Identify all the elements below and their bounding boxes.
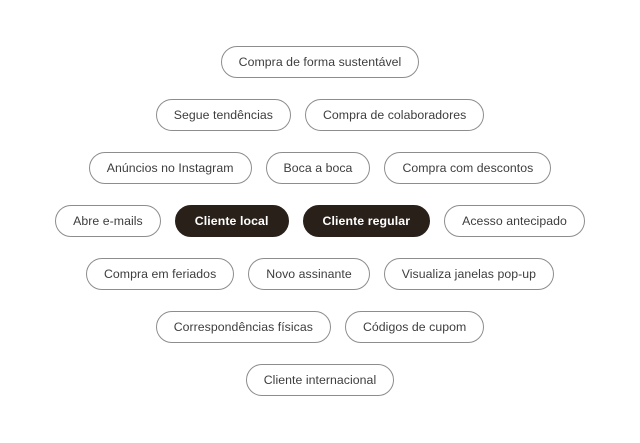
tag-row: Correspondências físicas Códigos de cupo… bbox=[0, 311, 640, 343]
tag-row: Anúncios no Instagram Boca a boca Compra… bbox=[0, 152, 640, 184]
tag-row: Compra de forma sustentável bbox=[0, 46, 640, 78]
tag-pill-highlighted[interactable]: Cliente regular bbox=[302, 205, 431, 237]
tag-pill[interactable]: Acesso antecipado bbox=[444, 205, 585, 237]
tag-pill[interactable]: Segue tendências bbox=[155, 99, 291, 131]
tag-pill-highlighted[interactable]: Cliente local bbox=[174, 205, 289, 237]
tag-row: Segue tendências Compra de colaboradores bbox=[0, 99, 640, 131]
tag-pill[interactable]: Anúncios no Instagram bbox=[88, 152, 252, 184]
tag-pill[interactable]: Visualiza janelas pop-up bbox=[383, 258, 555, 290]
tag-pill[interactable]: Códigos de cupom bbox=[344, 311, 485, 343]
tag-pill[interactable]: Compra em feriados bbox=[85, 258, 235, 290]
tag-pill[interactable]: Compra de colaboradores bbox=[304, 99, 485, 131]
tag-row: Cliente internacional bbox=[0, 364, 640, 396]
tag-pill[interactable]: Correspondências físicas bbox=[155, 311, 331, 343]
tag-pill[interactable]: Compra de forma sustentável bbox=[220, 46, 420, 78]
tag-row: Abre e-mails Cliente local Cliente regul… bbox=[0, 205, 640, 237]
tag-pill[interactable]: Novo assinante bbox=[248, 258, 370, 290]
tag-pill[interactable]: Cliente internacional bbox=[245, 364, 395, 396]
tag-pill[interactable]: Abre e-mails bbox=[55, 205, 161, 237]
tag-pill[interactable]: Boca a boca bbox=[265, 152, 371, 184]
tag-row: Compra em feriados Novo assinante Visual… bbox=[0, 258, 640, 290]
tag-pill[interactable]: Compra com descontos bbox=[384, 152, 552, 184]
